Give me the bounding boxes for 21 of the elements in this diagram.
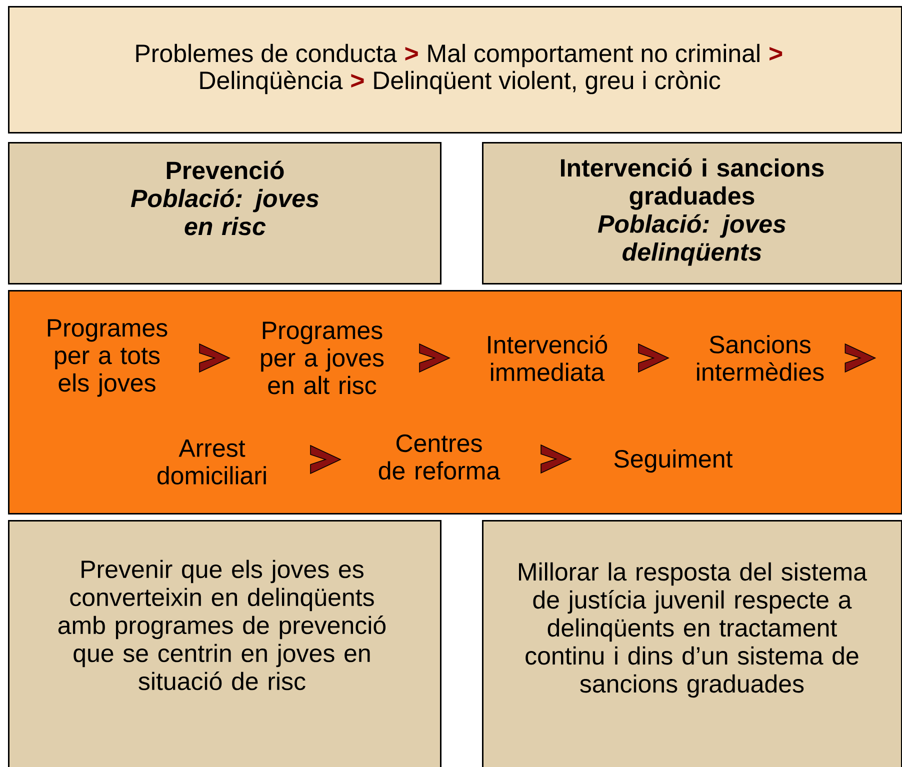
separator-sign: > [351, 74, 364, 88]
stage-label: Seguiment [614, 449, 733, 473]
separator-sign: > [405, 46, 418, 60]
stage-text: Mal comportament no criminal [428, 44, 760, 68]
stage-label: Sancions intermèdies [697, 335, 824, 381]
header-text: Intervenció i sancions graduades [561, 158, 824, 210]
stage-label: Programes per a tots els joves [48, 319, 168, 397]
stage-label: Intervenció immediata [488, 334, 608, 382]
stage-text: Delinqüència [200, 70, 343, 94]
stage-text: Delinqüent violent, greu i crònic [374, 70, 720, 94]
stage-label: Centres de reforma [378, 434, 500, 480]
stage-label: Programes per a joves en alt risc [261, 322, 384, 394]
band [8, 290, 902, 514]
header-text: Població: joves en risc [130, 188, 319, 236]
description-text: Millorar la resposta del sistema de justícia juvenil respecte a delinqüents en tractament continu i dins d’un sistema de sancions graduades [519, 562, 867, 698]
stage-label: Arrest domiciliari [158, 440, 266, 484]
header-text: Prevenció [166, 160, 284, 180]
separator-sign: > [770, 46, 782, 60]
header-text: Població: joves delinqüents [598, 214, 786, 266]
stage-text: Problemes de conducta [136, 44, 397, 62]
description-text: Prevenir que els joves es converteixin en delinqüents amb programes de prevenció que se centrin en joves en situació de risc [58, 560, 386, 690]
